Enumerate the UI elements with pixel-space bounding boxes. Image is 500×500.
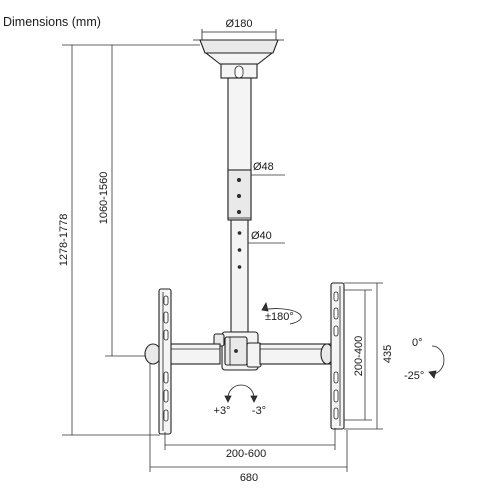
dimension-total-width [149, 364, 348, 472]
label-swivel-up: 0° [412, 337, 423, 349]
dimension-vesa-vertical [344, 289, 372, 421]
label-plate-height: 435 [382, 345, 394, 363]
swivel-indicator [428, 345, 445, 379]
label-rotation: ±180° [265, 311, 294, 323]
dimension-total-height [62, 44, 200, 436]
upper-pole [227, 77, 252, 221]
ceiling-plate [193, 29, 284, 79]
horizontal-bar [144, 343, 334, 365]
label-tilt-plus: +3° [214, 405, 231, 417]
dimension-pole-height [105, 45, 146, 357]
dimension-plate-height [344, 282, 383, 430]
left-vesa-rail [158, 288, 172, 435]
label-vesa-vertical: 200-400 [353, 336, 365, 376]
label-vesa-horizontal: 200-600 [226, 448, 266, 460]
lower-pole [230, 219, 249, 333]
diagram-title: Dimensions (mm) [3, 15, 101, 29]
tilt-head [213, 331, 262, 371]
label-diameter-lower-pole: Ø40 [251, 230, 272, 242]
dimension-vesa-horizontal [164, 428, 336, 450]
label-tilt-minus: -3° [252, 405, 266, 417]
label-diameter-upper-pole: Ø48 [253, 161, 274, 173]
label-width-total: 680 [240, 472, 258, 484]
right-vesa-rail [330, 282, 345, 430]
label-height-pole: 1060-1560 [98, 172, 110, 225]
label-diameter-top: Ø180 [226, 18, 253, 30]
label-height-total: 1278-1778 [58, 214, 70, 267]
rotation-indicator [261, 301, 302, 325]
label-swivel-down: -25° [404, 370, 424, 382]
tilt-indicator [224, 384, 258, 403]
